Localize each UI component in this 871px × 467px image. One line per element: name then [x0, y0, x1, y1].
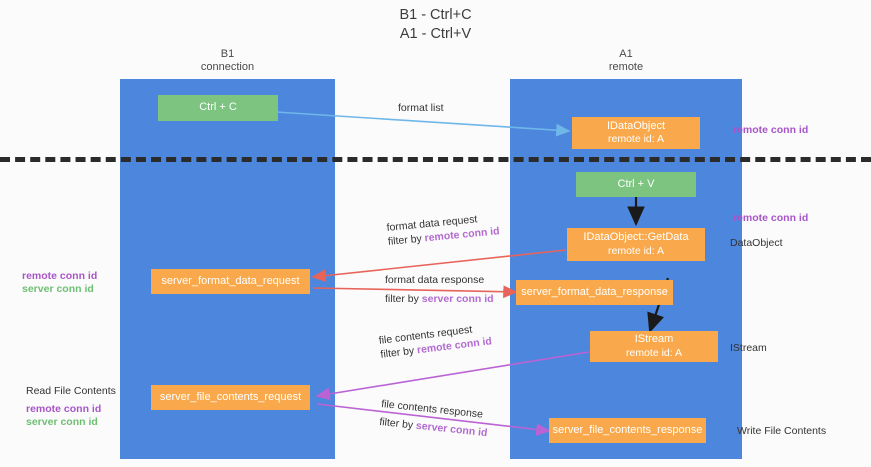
side-label-left-server-conn-id-mid: server conn id: [22, 283, 94, 295]
node-ctrl-c[interactable]: Ctrl + C: [158, 95, 278, 121]
node-ctrl-v[interactable]: Ctrl + V: [576, 172, 696, 197]
node-server-file-contents-request[interactable]: server_file_contents_request: [151, 385, 310, 410]
side-label-dataobject: DataObject: [730, 237, 783, 249]
phase-divider: [0, 157, 871, 162]
node-istream-line2: remote id: A: [625, 346, 683, 359]
node-idataobject-getdata[interactable]: IDataObject::GetData remote id: A: [567, 228, 705, 261]
edge-label-format-data-response: format data response filter by server co…: [385, 273, 494, 306]
side-label-left-server-conn-id-bottom: server conn id: [26, 416, 98, 428]
side-label-left-remote-conn-id-bottom: remote conn id: [26, 403, 102, 415]
node-ctrl-v-label: Ctrl + V: [617, 177, 655, 190]
side-label-istream: IStream: [730, 342, 767, 354]
page-title: B1 - Ctrl+C A1 - Ctrl+V: [0, 6, 871, 44]
node-idataobject[interactable]: IDataObject remote id: A: [572, 117, 700, 149]
edge-format-data-response: [312, 285, 518, 299]
node-istream-line1: IStream: [634, 333, 674, 345]
lane-header-a1: A1 remote: [510, 48, 742, 74]
node-server-format-data-request-label: server_format_data_request: [161, 274, 300, 287]
node-server-file-contents-response[interactable]: server_file_contents_response: [549, 418, 706, 443]
lane-header-b1-line2: connection: [200, 61, 255, 73]
side-label-remote-conn-id-top: remote conn id: [733, 124, 809, 136]
edge-label-format-data-response-line2: filter by server conn id: [385, 293, 494, 305]
edge-label-format-list: format list: [398, 102, 444, 114]
node-ctrl-c-label: Ctrl + C: [199, 101, 237, 114]
node-idataobject-line1: IDataObject: [606, 119, 666, 132]
node-idataobject-line2: remote id: A: [607, 133, 665, 145]
side-label-write-file-contents: Write File Contents: [737, 425, 827, 437]
lane-header-b1: B1 connection: [120, 48, 335, 74]
edge-file-contents-response: [316, 403, 551, 436]
title-line-1: B1 - Ctrl+C: [399, 7, 472, 23]
edge-format-data-request: [311, 249, 567, 283]
node-getdata-line2: remote id: A: [607, 244, 665, 257]
node-server-format-data-response[interactable]: server_format_data_response: [516, 280, 673, 305]
edge-file-contents-request: [315, 351, 590, 401]
node-server-file-contents-request-label: server_file_contents_request: [159, 390, 302, 403]
title-line-2: A1 - Ctrl+V: [399, 26, 472, 42]
side-label-remote-conn-id-mid: remote conn id: [733, 212, 809, 224]
edge-label-format-data-response-line1: format data response: [385, 274, 485, 286]
lane-header-b1-line1: B1: [220, 48, 235, 60]
side-label-left-remote-conn-id-mid: remote conn id: [22, 270, 98, 282]
node-istream[interactable]: IStream remote id: A: [590, 331, 718, 362]
node-server-file-contents-response-label: server_file_contents_response: [552, 423, 703, 436]
node-server-format-data-response-label: server_format_data_response: [521, 285, 668, 298]
lane-header-a1-line1: A1: [619, 48, 633, 60]
node-server-format-data-request[interactable]: server_format_data_request: [151, 269, 310, 294]
edge-format-list: [275, 111, 571, 137]
node-getdata-line1: IDataObject::GetData: [583, 231, 689, 243]
lane-header-a1-line2: remote: [608, 61, 644, 73]
side-label-read-file-contents: Read File Contents: [26, 385, 116, 397]
